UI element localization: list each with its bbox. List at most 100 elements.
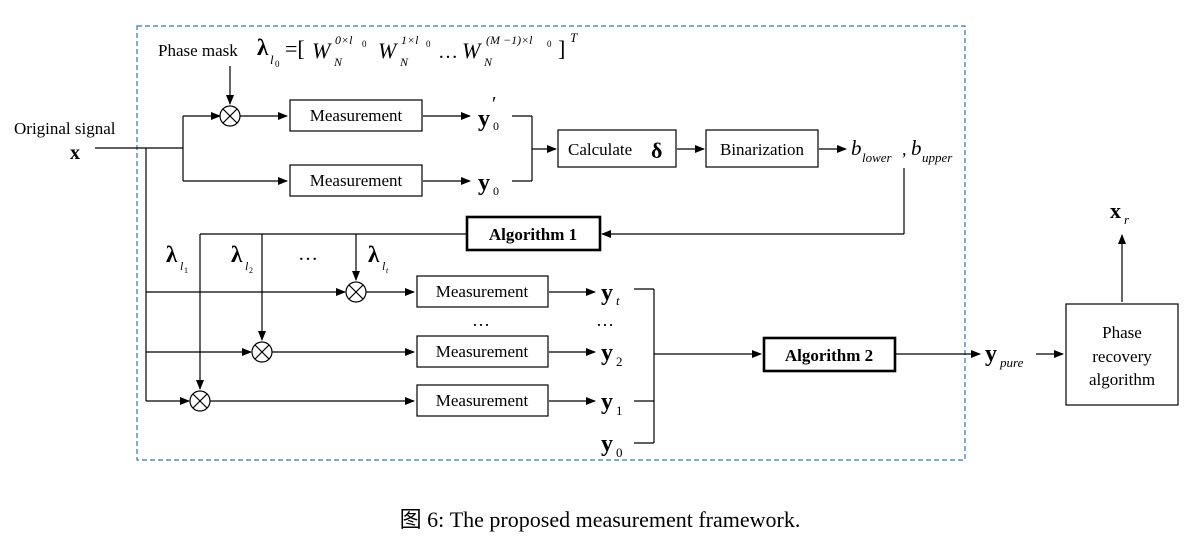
svg-text:(M −1)×l: (M −1)×l <box>486 33 533 47</box>
svg-text:l: l <box>245 259 249 273</box>
input-wires <box>95 112 346 405</box>
svg-text:1: 1 <box>616 403 623 418</box>
svg-text:Algorithm 2: Algorithm 2 <box>785 346 873 365</box>
svg-text:Phase mask: Phase mask <box>158 41 238 60</box>
svg-text:2: 2 <box>616 354 623 369</box>
measurement-box-2 <box>416 335 549 368</box>
svg-text:W: W <box>378 38 398 63</box>
svg-text:0: 0 <box>616 445 623 460</box>
measurement-box-t <box>416 275 549 308</box>
svg-text:,: , <box>902 139 907 159</box>
svg-text:=[: =[ <box>285 36 305 61</box>
svg-text:lower: lower <box>862 150 893 165</box>
svg-text:1×l: 1×l <box>401 33 419 47</box>
svg-text:N: N <box>483 55 493 69</box>
svg-text:y: y <box>478 170 490 196</box>
multiplier-1 <box>189 390 211 412</box>
y-1-symbol: y 1 <box>601 389 623 418</box>
svg-text:l: l <box>270 52 274 67</box>
svg-text:T: T <box>570 30 578 45</box>
svg-text:W: W <box>462 38 482 63</box>
input-symbol: x <box>70 142 80 164</box>
svg-text:λ: λ <box>166 242 178 267</box>
svg-text:pure: pure <box>999 355 1024 370</box>
svg-text:W: W <box>312 38 332 63</box>
svg-text:…: … <box>438 41 458 63</box>
svg-text:l: l <box>382 259 386 273</box>
svg-text:1: 1 <box>184 266 188 275</box>
multiplier-top <box>219 105 241 127</box>
svg-text:Measurement: Measurement <box>436 282 529 301</box>
phase-recovery-box <box>1065 303 1179 406</box>
y-2-symbol: y 2 <box>601 340 623 369</box>
y-prime-0-symbol: y ′ 0 <box>478 93 499 133</box>
input-label: Original signal <box>14 119 116 138</box>
svg-text:upper: upper <box>922 150 953 165</box>
svg-text:Measurement: Measurement <box>436 342 529 361</box>
b-lower-upper-symbol: b lower , b upper <box>851 136 953 165</box>
svg-text:y: y <box>601 431 613 457</box>
svg-text:y: y <box>601 389 613 415</box>
lambda-l2-label: λ l 2 <box>231 242 253 275</box>
svg-text:y: y <box>985 341 997 367</box>
svg-text:0: 0 <box>275 59 280 69</box>
y-t-symbol: y t <box>601 280 620 308</box>
svg-text:0: 0 <box>493 119 499 133</box>
svg-text:0: 0 <box>426 39 431 49</box>
svg-text:recovery: recovery <box>1092 347 1152 366</box>
svg-text:y: y <box>601 280 613 306</box>
algorithm-2-box <box>762 336 897 373</box>
svg-text:Phase: Phase <box>1102 323 1142 342</box>
svg-text:Measurement: Measurement <box>310 171 403 190</box>
dashed-frame <box>136 25 966 461</box>
svg-text:b: b <box>911 136 922 160</box>
svg-text:]: ] <box>558 36 565 61</box>
svg-text:Binarization: Binarization <box>720 140 805 159</box>
svg-text:Measurement: Measurement <box>436 391 529 410</box>
measurement-ellipsis: … <box>472 310 490 330</box>
svg-text:λ: λ <box>257 35 269 60</box>
measurement-box-top <box>289 99 423 132</box>
svg-text:2: 2 <box>249 266 253 275</box>
svg-text:r: r <box>1124 212 1130 227</box>
svg-text:δ: δ <box>651 138 662 163</box>
svg-text:N: N <box>333 55 343 69</box>
svg-text:y: y <box>601 340 613 366</box>
x-r-symbol: x r <box>1110 198 1130 227</box>
calculate-delta-box <box>557 129 677 168</box>
phase-mask-formula: Phase mask λ l 0 =[ W N 0×l 0 W N 1×l 0 … <box>158 30 578 69</box>
svg-text:0: 0 <box>493 184 499 198</box>
y-0-lower-symbol: y 0 <box>601 431 623 460</box>
svg-text:l: l <box>180 259 184 273</box>
svg-text:y: y <box>478 106 490 132</box>
multiplier-t <box>345 281 367 303</box>
figure-caption: 图 6: The proposed measurement framework. <box>400 507 801 532</box>
svg-text:0×l: 0×l <box>335 33 353 47</box>
svg-text:b: b <box>851 136 862 160</box>
y-pure-symbol: y pure <box>985 341 1024 370</box>
algorithm-1-box <box>465 215 602 252</box>
svg-text:0: 0 <box>362 39 367 49</box>
svg-text:t: t <box>616 293 620 308</box>
lambda-lt-label: λ l t <box>368 242 389 275</box>
measurement-box-second <box>289 164 423 197</box>
svg-text:x: x <box>1110 198 1121 223</box>
y-ellipsis: … <box>596 310 614 330</box>
svg-text:N: N <box>399 55 409 69</box>
svg-text:λ: λ <box>231 242 243 267</box>
svg-text:0: 0 <box>547 39 552 49</box>
svg-text:t: t <box>386 266 389 275</box>
measurement-box-1 <box>416 384 549 417</box>
svg-text:λ: λ <box>368 242 380 267</box>
svg-text:Calculate: Calculate <box>568 140 632 159</box>
lambda-ellipsis: … <box>298 243 318 265</box>
svg-text:algorithm: algorithm <box>1089 370 1155 389</box>
multiplier-2 <box>251 341 273 363</box>
y-0-symbol: y 0 <box>478 170 499 198</box>
svg-text:Algorithm 1: Algorithm 1 <box>489 225 577 244</box>
svg-text:Measurement: Measurement <box>310 106 403 125</box>
binarization-box <box>705 129 819 168</box>
svg-text:′: ′ <box>492 93 496 115</box>
lambda-l1-label: λ l 1 <box>166 242 188 275</box>
